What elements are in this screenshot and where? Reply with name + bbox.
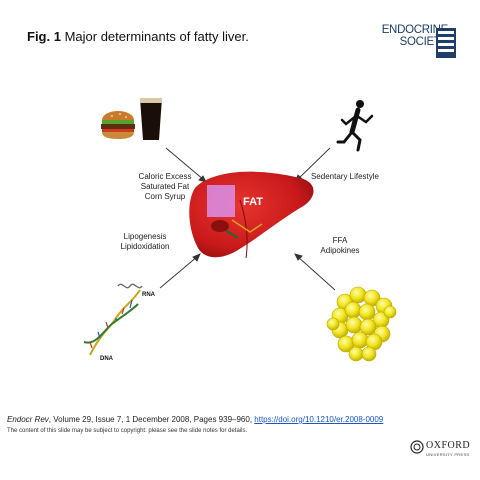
arrow-diet <box>165 147 205 181</box>
adipose-cluster-icon <box>326 286 397 362</box>
label-diet: Caloric Excess Saturated Fat Corn Syrup <box>120 172 210 202</box>
figure-title: Fig. 1 Major determinants of fatty liver… <box>27 29 249 44</box>
label-saturated-fat: Saturated Fat <box>140 182 190 191</box>
figure-number: Fig. 1 <box>27 29 61 44</box>
label-sedentary-lifestyle: Sedentary Lifestyle <box>310 172 380 181</box>
fat-patch <box>207 185 235 217</box>
label-ffa: FFA <box>332 236 348 245</box>
oxford-university-press-logo: OXFORD UNIVERSITY PRESS <box>410 438 474 466</box>
label-fat: FAT <box>243 196 263 208</box>
oxford-press: UNIVERSITY PRESS <box>426 452 470 457</box>
copyright-notice: The content of this slide may be subject… <box>7 428 248 434</box>
arrow-adipose <box>296 255 336 291</box>
liver-illustration <box>189 171 314 259</box>
citation-details: , Volume 29, Issue 7, 1 December 2008, P… <box>48 415 255 424</box>
soda-glass-icon <box>140 98 162 140</box>
label-adipokines: Adipokines <box>320 246 360 255</box>
fatty-liver-diagram <box>83 98 397 362</box>
doi-link[interactable]: https://doi.org/10.1210/er.2008-0009 <box>254 415 384 424</box>
running-person-icon <box>336 100 374 152</box>
oxford-name: OXFORD <box>426 440 471 451</box>
burger-icon <box>101 111 135 139</box>
logo-line-1: ENDOCRINE <box>381 24 449 36</box>
label-corn-syrup: Corn Syrup <box>144 192 186 201</box>
dna-helix-icon <box>83 283 143 356</box>
oxford-emblem-icon <box>410 440 424 454</box>
label-caloric-excess: Caloric Excess <box>138 172 192 181</box>
arrow-genetics <box>159 255 199 289</box>
label-rna: RNA <box>142 292 155 298</box>
slide-footer: Endocr Rev, Volume 29, Issue 7, 1 Decemb… <box>7 415 407 434</box>
arrow-lifestyle <box>296 147 331 181</box>
label-lipogenesis: Lipogenesis <box>123 232 167 241</box>
journal-name: Endocr Rev <box>7 415 49 424</box>
figure-caption: Major determinants of fatty liver. <box>64 29 249 44</box>
label-lipidoxidation: Lipidoxidation <box>120 242 170 251</box>
label-ffa-adipokines: FFA Adipokines <box>305 236 375 256</box>
label-dna: DNA <box>100 356 113 362</box>
endocrine-society-logo-mark-icon <box>436 28 456 58</box>
label-lipo: Lipogenesis Lipidoxidation <box>100 232 190 252</box>
citation: Endocr Rev, Volume 29, Issue 7, 1 Decemb… <box>7 415 407 424</box>
